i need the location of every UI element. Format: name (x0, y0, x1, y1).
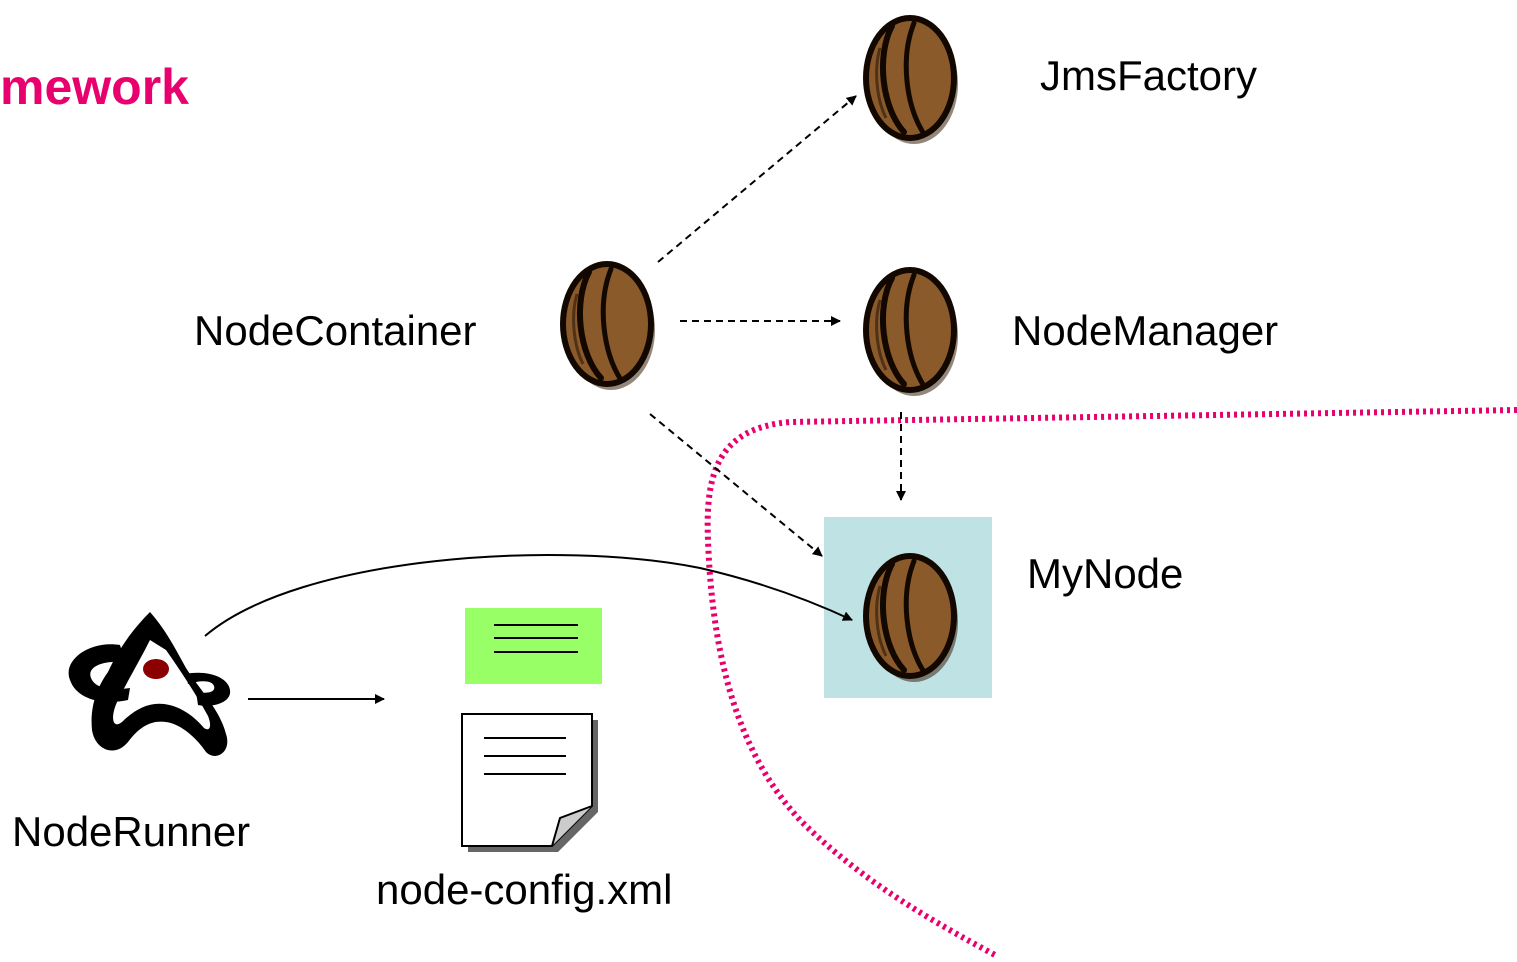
coffee-bean-icon (866, 270, 958, 396)
arrow-container-to-mynode (649, 413, 823, 557)
label-nodecontainer: NodeContainer (194, 307, 477, 354)
label-noderunner: NodeRunner (12, 808, 250, 855)
label-jmsfactory: JmsFactory (1040, 52, 1257, 99)
coffee-bean-icon (866, 18, 958, 144)
label-mynode: MyNode (1027, 550, 1183, 597)
note-icon (465, 608, 602, 684)
title-fragment: mework (0, 59, 189, 115)
framework-boundary-line (704, 407, 1517, 958)
label-nodemanager: NodeManager (1012, 307, 1278, 354)
arrow-runner-to-mynode (204, 554, 853, 637)
arrow-container-to-jmsfactory (657, 95, 857, 263)
coffee-bean-icon (866, 556, 958, 682)
coffee-bean-icon (563, 264, 655, 390)
document-icon (461, 713, 598, 852)
label-node-config: node-config.xml (376, 866, 672, 913)
java-duke-icon (68, 612, 231, 756)
